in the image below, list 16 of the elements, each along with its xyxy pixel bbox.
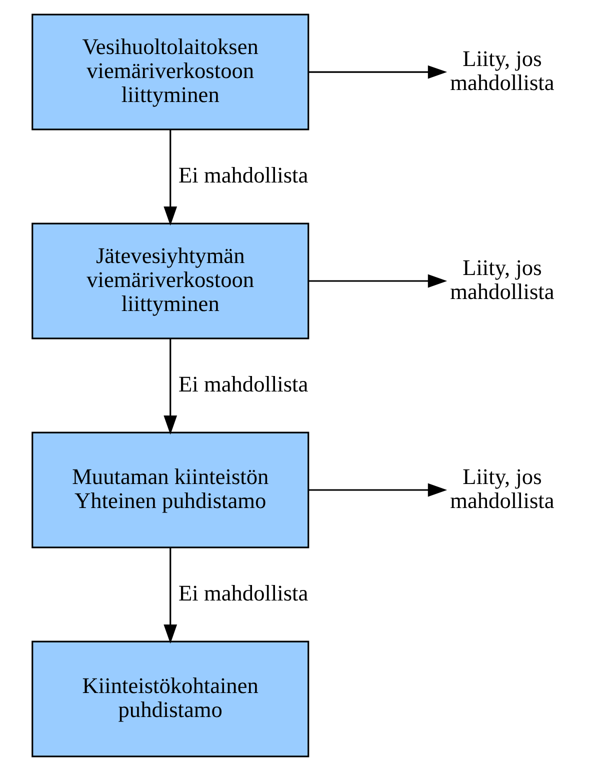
node-text: Liity, jos mahdollista (450, 46, 554, 95)
arrow (164, 548, 178, 644)
arrow (308, 483, 448, 497)
arrow (164, 338, 178, 435)
node-text: Liity, jos mahdollista (450, 254, 554, 304)
edge-label: Ei mahdollista (178, 162, 308, 188)
node-box: Muutaman kiinteistön Yhteinen puhdistamo (32, 432, 310, 548)
edge-label: Ei mahdollista (178, 371, 308, 396)
arrow (308, 65, 448, 79)
node-box: Vesihuoltolaitoksen viemäriverkostoon liittyminen (32, 14, 310, 130)
node-box: Jätevesiyhtymän viemäriverkostoon liittyminen (32, 222, 310, 340)
node-text: Liity, jos mahdollista (450, 464, 554, 513)
arrow (164, 130, 178, 226)
edge-label: Ei mahdollista (178, 580, 308, 606)
node-box: Kiinteistökohtainen puhdistamo (32, 640, 310, 758)
arrow (308, 274, 448, 288)
